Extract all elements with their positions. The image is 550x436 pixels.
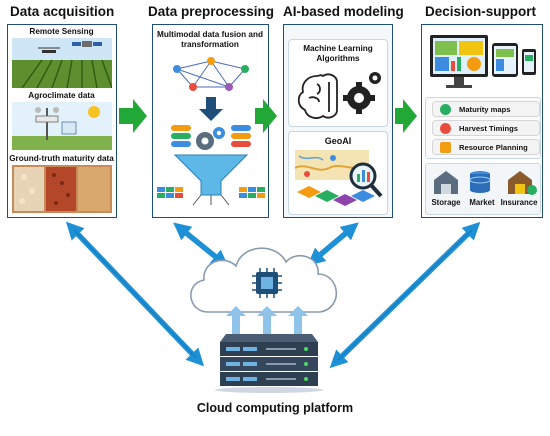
stage-title-modeling: AI-based modeling [283, 4, 404, 19]
data-table-icon [157, 187, 265, 198]
label-remote-sensing: Remote Sensing [29, 27, 94, 36]
output-maturity-label: Maturity maps [459, 105, 511, 114]
ml-card: Machine Learning Algorithms [288, 39, 388, 127]
network-icon [176, 60, 246, 88]
cloud-link-modeling [307, 222, 359, 266]
cloud-platform-label: Cloud computing platform [196, 401, 354, 415]
satellite-icon [72, 41, 102, 47]
drone-icon [38, 47, 60, 53]
output-resource-label: Resource Planning [459, 143, 528, 152]
brain-gear-graphic [297, 72, 381, 119]
leaf-icon [440, 104, 451, 115]
label-ground-truth: Ground-truth maturity data [9, 154, 114, 163]
brain-icon [297, 73, 338, 119]
output-resource-planning: Resource Planning [432, 139, 540, 155]
panel-preprocessing: Multimodal data fusion and transformatio… [152, 24, 269, 218]
ml-caption: Machine Learning Algorithms [303, 44, 373, 63]
down-arrow-icon [199, 97, 223, 121]
clock-icon [440, 123, 451, 134]
label-agroclimate: Agroclimate data [28, 91, 95, 100]
monitor-icon [430, 35, 488, 88]
geoai-graphic [294, 150, 383, 206]
flow-arrow-3 [255, 99, 277, 133]
storage-icon [434, 171, 458, 194]
preprocessing-graphic [157, 57, 265, 206]
devices-graphic [430, 35, 536, 88]
server-icon [215, 334, 323, 393]
sector-icons [434, 171, 537, 195]
label-ml-algorithms: Machine Learning Algorithms [289, 44, 387, 64]
insurance-icon [508, 171, 537, 195]
output-harvest-timings: Harvest Timings [432, 120, 540, 136]
phone-icon [522, 49, 536, 75]
cloud-link-acquisition [65, 221, 205, 367]
sector-storage-label: Storage [431, 198, 461, 207]
gear-icon [196, 127, 225, 150]
label-geoai: GeoAI [324, 136, 352, 146]
output-harvest-label: Harvest Timings [459, 124, 518, 133]
sectors-box: Storage Market Insurance [425, 163, 541, 215]
cloud-link-decision [329, 221, 481, 369]
tablet-icon [492, 43, 518, 77]
stage-title-acquisition: Data acquisition [10, 4, 115, 19]
map-layers-icon [297, 186, 375, 206]
panel-modeling: Machine Learning Algorithms GeoAI [283, 24, 393, 218]
ground-truth-image [12, 165, 112, 213]
panel-acquisition: Remote Sensing Agroclimate data [7, 24, 117, 218]
fusion-caption: Multimodal data fusion and transformatio… [157, 30, 263, 49]
flow-arrow-1 [119, 99, 147, 133]
magnifier-icon [349, 162, 383, 198]
planning-icon [440, 142, 451, 153]
chip-icon [252, 268, 282, 298]
sector-market-label: Market [469, 198, 495, 207]
output-maturity-maps: Maturity maps [432, 101, 540, 117]
cloud-link-preprocessing [173, 222, 229, 268]
panel-decision: Maturity maps Harvest Timings Resource P… [421, 24, 543, 218]
label-fusion: Multimodal data fusion and transformatio… [153, 30, 267, 50]
geoai-card: GeoAI [288, 131, 388, 215]
stage-title-preprocessing: Data preprocessing [148, 4, 275, 19]
market-icon [469, 171, 491, 193]
weather-station-image [12, 102, 112, 150]
upload-arrows [226, 306, 308, 334]
stage-title-decision: Decision-support [425, 4, 537, 19]
flow-arrow-4 [395, 99, 417, 133]
gear-icon [343, 72, 381, 114]
outputs-box: Maturity maps Harvest Timings Resource P… [425, 97, 541, 159]
sector-insurance-label: Insurance [500, 198, 538, 207]
database-icon [171, 125, 251, 147]
remote-sensing-image [12, 38, 112, 88]
